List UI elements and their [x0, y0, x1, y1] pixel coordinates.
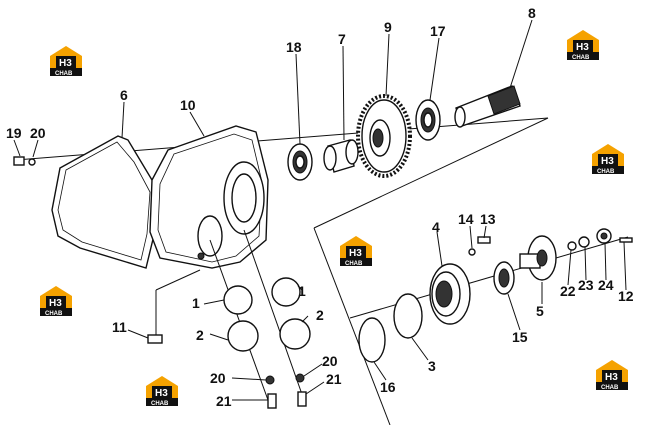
- logo-brand: H3: [349, 248, 362, 259]
- watermark-logo: H3 CHAB: [146, 376, 178, 407]
- part-label-18: 18: [286, 39, 302, 55]
- part-label-8: 8: [528, 5, 536, 21]
- logo-sub: CHAB: [345, 261, 363, 267]
- o-ring-16: [358, 317, 386, 363]
- part-label-2-right: 2: [316, 307, 324, 323]
- part-labels: 1 1 2 2 3 4 5 6 7 8 9 10 11 12 13 14 15 …: [6, 5, 634, 409]
- sleeve-7: [323, 139, 359, 173]
- watermark-logo: H3 CHAB: [592, 144, 624, 175]
- breather-11: [147, 269, 201, 344]
- cover-2-right: [279, 318, 311, 350]
- part-label-1-right: 1: [298, 283, 306, 299]
- part-label-19: 19: [6, 125, 22, 141]
- part-label-9: 9: [384, 19, 392, 35]
- watermark-logo: H3 CHAB: [40, 286, 72, 317]
- shaft-8: [454, 85, 521, 128]
- seal-15: [493, 261, 515, 295]
- nut-24: [596, 228, 612, 244]
- part-label-20-top: 20: [30, 125, 46, 141]
- part-label-7: 7: [338, 31, 346, 47]
- gasket-1-right: [271, 277, 301, 307]
- part-label-24: 24: [598, 277, 614, 293]
- watermark-logo: H3 CHAB: [50, 46, 82, 77]
- bearing-17: [415, 99, 441, 141]
- logo-sub: CHAB: [45, 311, 63, 317]
- part-label-16: 16: [380, 379, 396, 395]
- part-label-3: 3: [428, 358, 436, 374]
- cover-2-left: [227, 320, 259, 352]
- part-label-20-right: 20: [322, 353, 338, 369]
- logo-brand: H3: [605, 372, 618, 383]
- part-label-4: 4: [432, 219, 440, 235]
- housing-10: [149, 125, 269, 269]
- bolt-21-right: [297, 391, 307, 407]
- part-label-21-right: 21: [326, 371, 342, 387]
- flange-4: [429, 263, 471, 325]
- washer-20-left: [265, 375, 275, 385]
- watermark-logo: H3 CHAB: [340, 236, 372, 267]
- gasket-1-left: [223, 285, 253, 315]
- logo-brand: H3: [155, 388, 168, 399]
- part-label-21-left: 21: [216, 393, 232, 409]
- part-label-22: 22: [560, 283, 576, 299]
- part-label-13: 13: [480, 211, 496, 227]
- part-label-12: 12: [618, 288, 634, 304]
- part-label-14: 14: [458, 211, 474, 227]
- logo-sub: CHAB: [151, 401, 169, 407]
- part-label-6: 6: [120, 87, 128, 103]
- logo-sub: CHAB: [572, 55, 590, 61]
- part-label-1-left: 1: [192, 295, 200, 311]
- washer-22: [567, 241, 577, 251]
- logo-brand: H3: [49, 298, 62, 309]
- bearing-18: [287, 143, 313, 181]
- axis-bracket-line: [313, 117, 549, 229]
- watermark-logo: H3 CHAB: [567, 30, 599, 61]
- part-label-11: 11: [112, 319, 127, 335]
- watermark-logo: H3 CHAB: [596, 360, 628, 391]
- logo-sub: CHAB: [597, 169, 615, 175]
- pin-12: [619, 237, 633, 243]
- part-label-15: 15: [512, 329, 528, 345]
- part-label-20-left: 20: [210, 370, 226, 386]
- logo-brand: H3: [576, 42, 589, 53]
- bolt-21-left: [267, 393, 277, 409]
- flange-5: [519, 235, 557, 281]
- part-label-10: 10: [180, 97, 196, 113]
- logo-sub: CHAB: [601, 385, 619, 391]
- logo-brand: H3: [59, 58, 72, 69]
- washer-14: [468, 248, 476, 256]
- logo-brand: H3: [601, 156, 614, 167]
- gear-9: [356, 94, 412, 178]
- washer-20-right: [295, 373, 305, 383]
- part-label-5: 5: [536, 303, 544, 319]
- washer-23: [578, 236, 590, 248]
- axis-bracket-down: [313, 227, 391, 425]
- part-label-17: 17: [430, 23, 446, 39]
- bolt-19: [13, 156, 36, 166]
- part-label-2-left: 2: [196, 327, 204, 343]
- gasket-3: [393, 293, 423, 339]
- logo-sub: CHAB: [55, 71, 73, 77]
- part-label-23: 23: [578, 277, 594, 293]
